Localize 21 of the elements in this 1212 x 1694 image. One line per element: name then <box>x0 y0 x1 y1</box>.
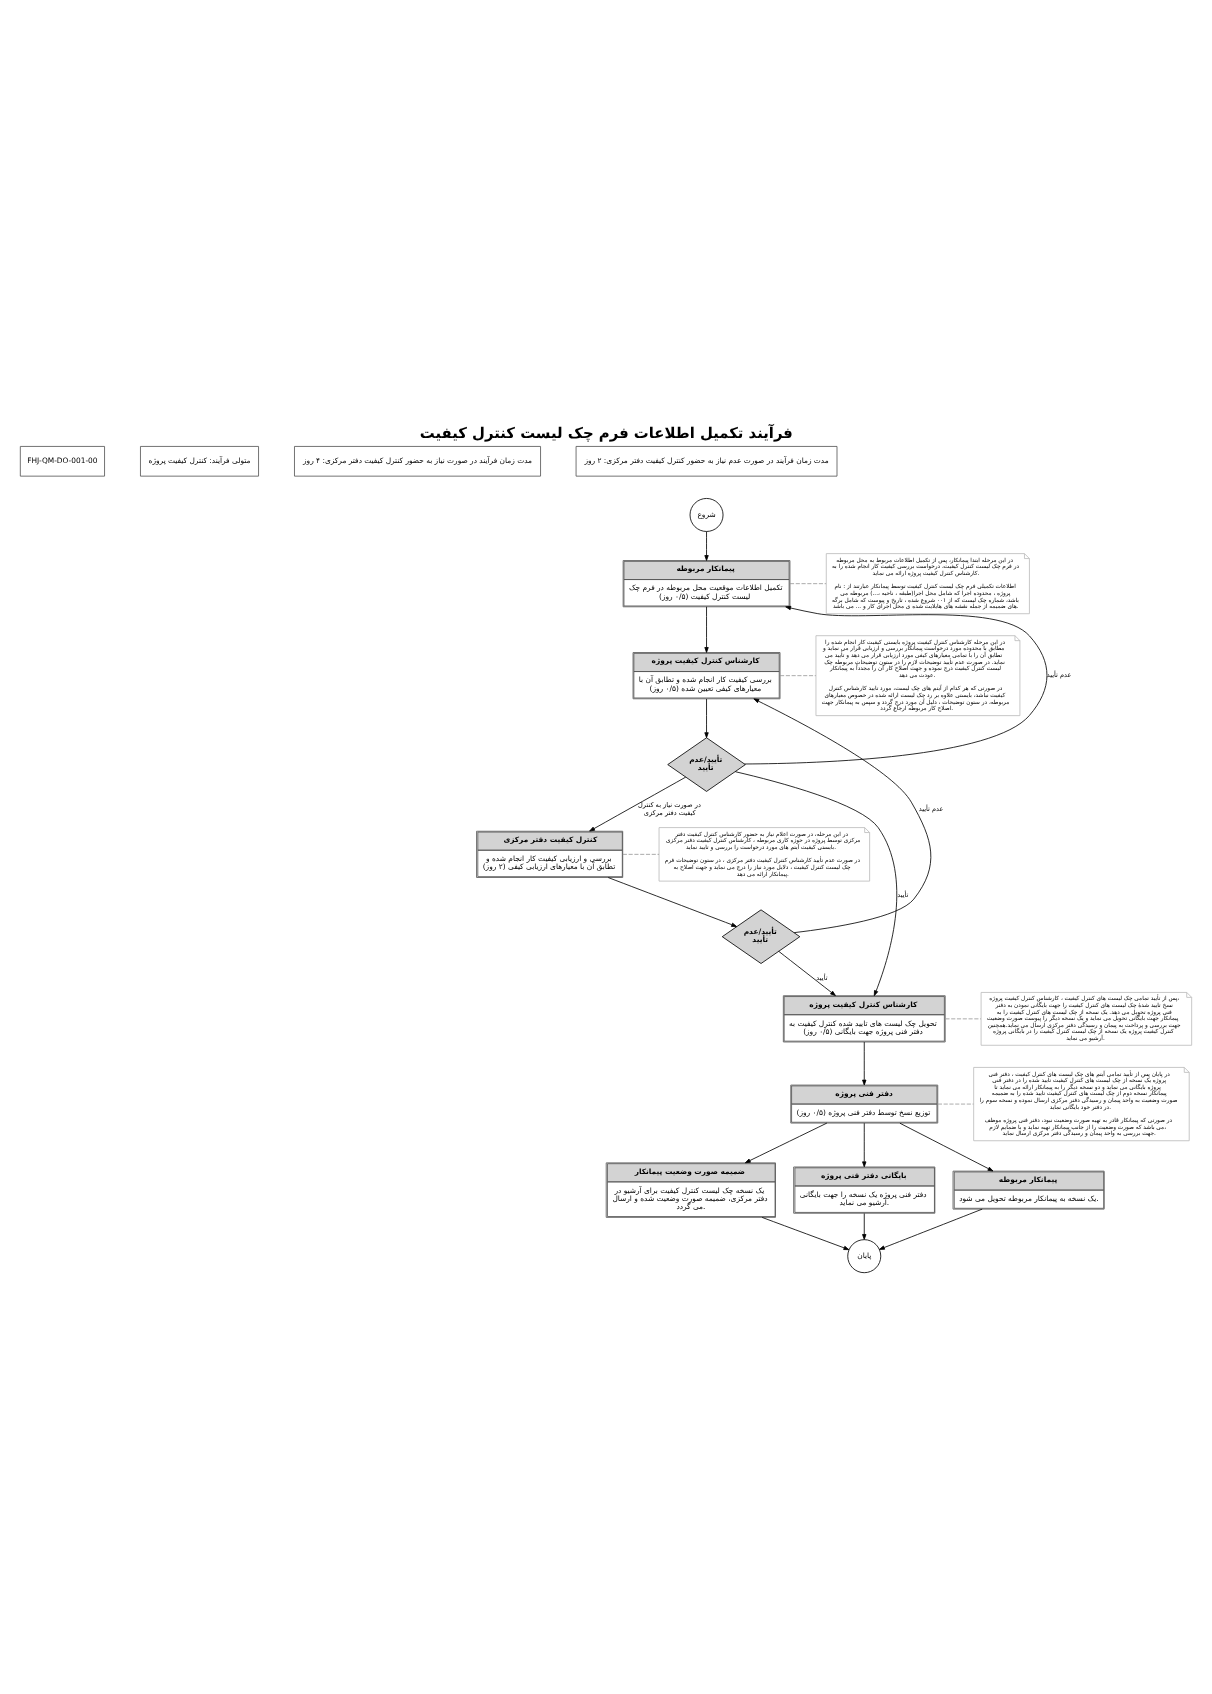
arrow <box>744 604 1048 764</box>
arrow <box>589 775 687 831</box>
arrow <box>879 1207 983 1249</box>
arrow <box>753 697 932 933</box>
arrow <box>607 876 737 926</box>
arrow <box>862 1121 867 1167</box>
arrow <box>734 770 898 996</box>
connector <box>937 1102 974 1104</box>
arrow <box>862 1212 867 1239</box>
arrow <box>761 1216 850 1250</box>
connector <box>944 1017 982 1019</box>
connector <box>789 582 827 584</box>
connector <box>779 674 817 676</box>
arrow <box>704 697 709 738</box>
arrow <box>778 949 836 995</box>
arrow <box>899 1121 994 1171</box>
arrow <box>704 530 709 560</box>
connector <box>622 852 660 854</box>
arrow <box>744 1121 828 1163</box>
arrow <box>704 605 709 652</box>
arrow <box>862 1040 867 1085</box>
